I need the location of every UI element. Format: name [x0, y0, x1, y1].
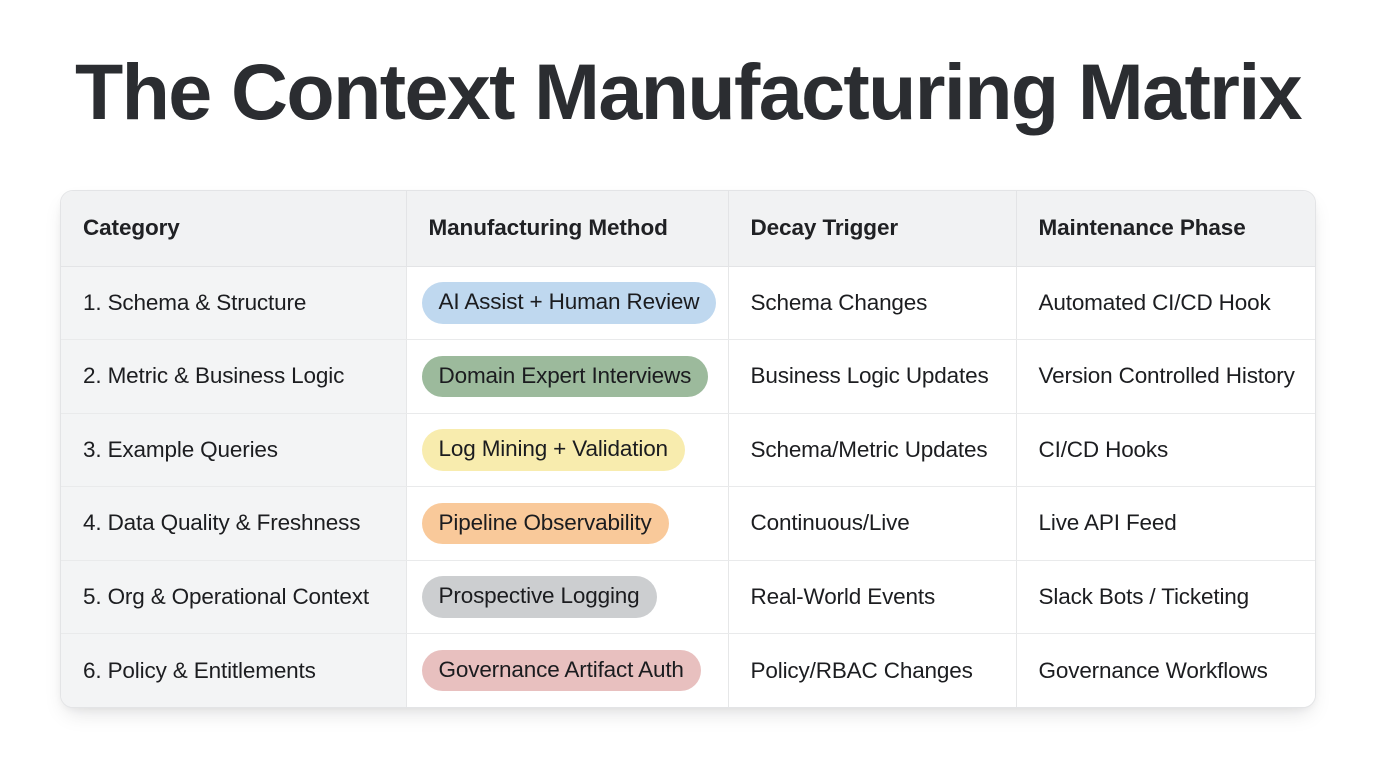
- column-header-decay[interactable]: Decay Trigger: [728, 191, 1017, 267]
- method-pill-badge: Governance Artifact Auth: [421, 649, 701, 692]
- cell-decay-trigger: Policy/RBAC Changes: [728, 633, 1017, 707]
- cell-category: 5. Org & Operational Context: [61, 560, 407, 634]
- cell-decay-trigger: Real-World Events: [728, 560, 1017, 634]
- cell-maintenance-phase: Slack Bots / Ticketing: [1016, 560, 1315, 634]
- cell-category: 1. Schema & Structure: [61, 266, 407, 340]
- table-row: 2. Metric & Business Logic Domain Expert …: [61, 339, 1315, 414]
- column-header-category[interactable]: Category: [61, 191, 407, 267]
- page-title: The Context Manufacturing Matrix: [74, 47, 1303, 136]
- cell-maintenance-phase: Governance Workflows: [1016, 633, 1315, 707]
- cell-decay-trigger: Schema Changes: [728, 266, 1017, 340]
- cell-decay-trigger: Continuous/Live: [728, 486, 1017, 561]
- cell-method: Governance Artifact Auth: [406, 633, 729, 707]
- method-pill-badge: Domain Expert Interviews: [421, 355, 709, 397]
- cell-decay-trigger: Schema/Metric Updates: [728, 413, 1017, 487]
- cell-category: 6. Policy & Entitlements: [61, 633, 407, 707]
- cell-maintenance-phase: Live API Feed: [1016, 486, 1315, 561]
- cell-maintenance-phase: Version Controlled History: [1016, 339, 1315, 414]
- table-row: 4. Data Quality & Freshness Pipeline Obse…: [61, 486, 1315, 561]
- method-pill-badge: Prospective Logging: [421, 576, 657, 618]
- table-row: 3. Example Queries Log Mining + Validatio…: [61, 413, 1315, 487]
- table-body: 1. Schema & Structure AI Assist + Human R…: [61, 266, 1315, 707]
- table-row: 1. Schema & Structure AI Assist + Human R…: [61, 266, 1315, 340]
- cell-method: AI Assist + Human Review: [406, 266, 729, 340]
- method-pill-badge: Pipeline Observability: [421, 502, 669, 544]
- table-row: 5. Org & Operational Context Prospective …: [61, 560, 1315, 634]
- cell-method: Log Mining + Validation: [406, 413, 729, 487]
- column-header-method[interactable]: Manufacturing Method: [406, 191, 729, 267]
- column-header-maintenance[interactable]: Maintenance Phase: [1016, 191, 1315, 267]
- cell-maintenance-phase: Automated CI/CD Hook: [1016, 266, 1315, 340]
- cell-category: 2. Metric & Business Logic: [61, 339, 407, 414]
- method-pill-badge: AI Assist + Human Review: [421, 282, 717, 324]
- header-row: Category Manufacturing Method Decay Trig…: [61, 191, 1315, 267]
- cell-method: Pipeline Observability: [406, 486, 729, 561]
- context-manufacturing-matrix-table: Category Manufacturing Method Decay Trig…: [61, 191, 1315, 707]
- matrix-table-card: Category Manufacturing Method Decay Trig…: [60, 190, 1316, 708]
- cell-category: 4. Data Quality & Freshness: [61, 486, 407, 561]
- cell-method: Domain Expert Interviews: [406, 339, 729, 414]
- method-pill-badge: Log Mining + Validation: [421, 429, 685, 471]
- table-row: 6. Policy & Entitlements Governance Artif…: [61, 633, 1315, 707]
- cell-method: Prospective Logging: [406, 560, 729, 634]
- cell-maintenance-phase: CI/CD Hooks: [1016, 413, 1315, 487]
- cell-category: 3. Example Queries: [61, 413, 407, 487]
- cell-decay-trigger: Business Logic Updates: [728, 339, 1017, 414]
- table-header: Category Manufacturing Method Decay Trig…: [61, 191, 1315, 267]
